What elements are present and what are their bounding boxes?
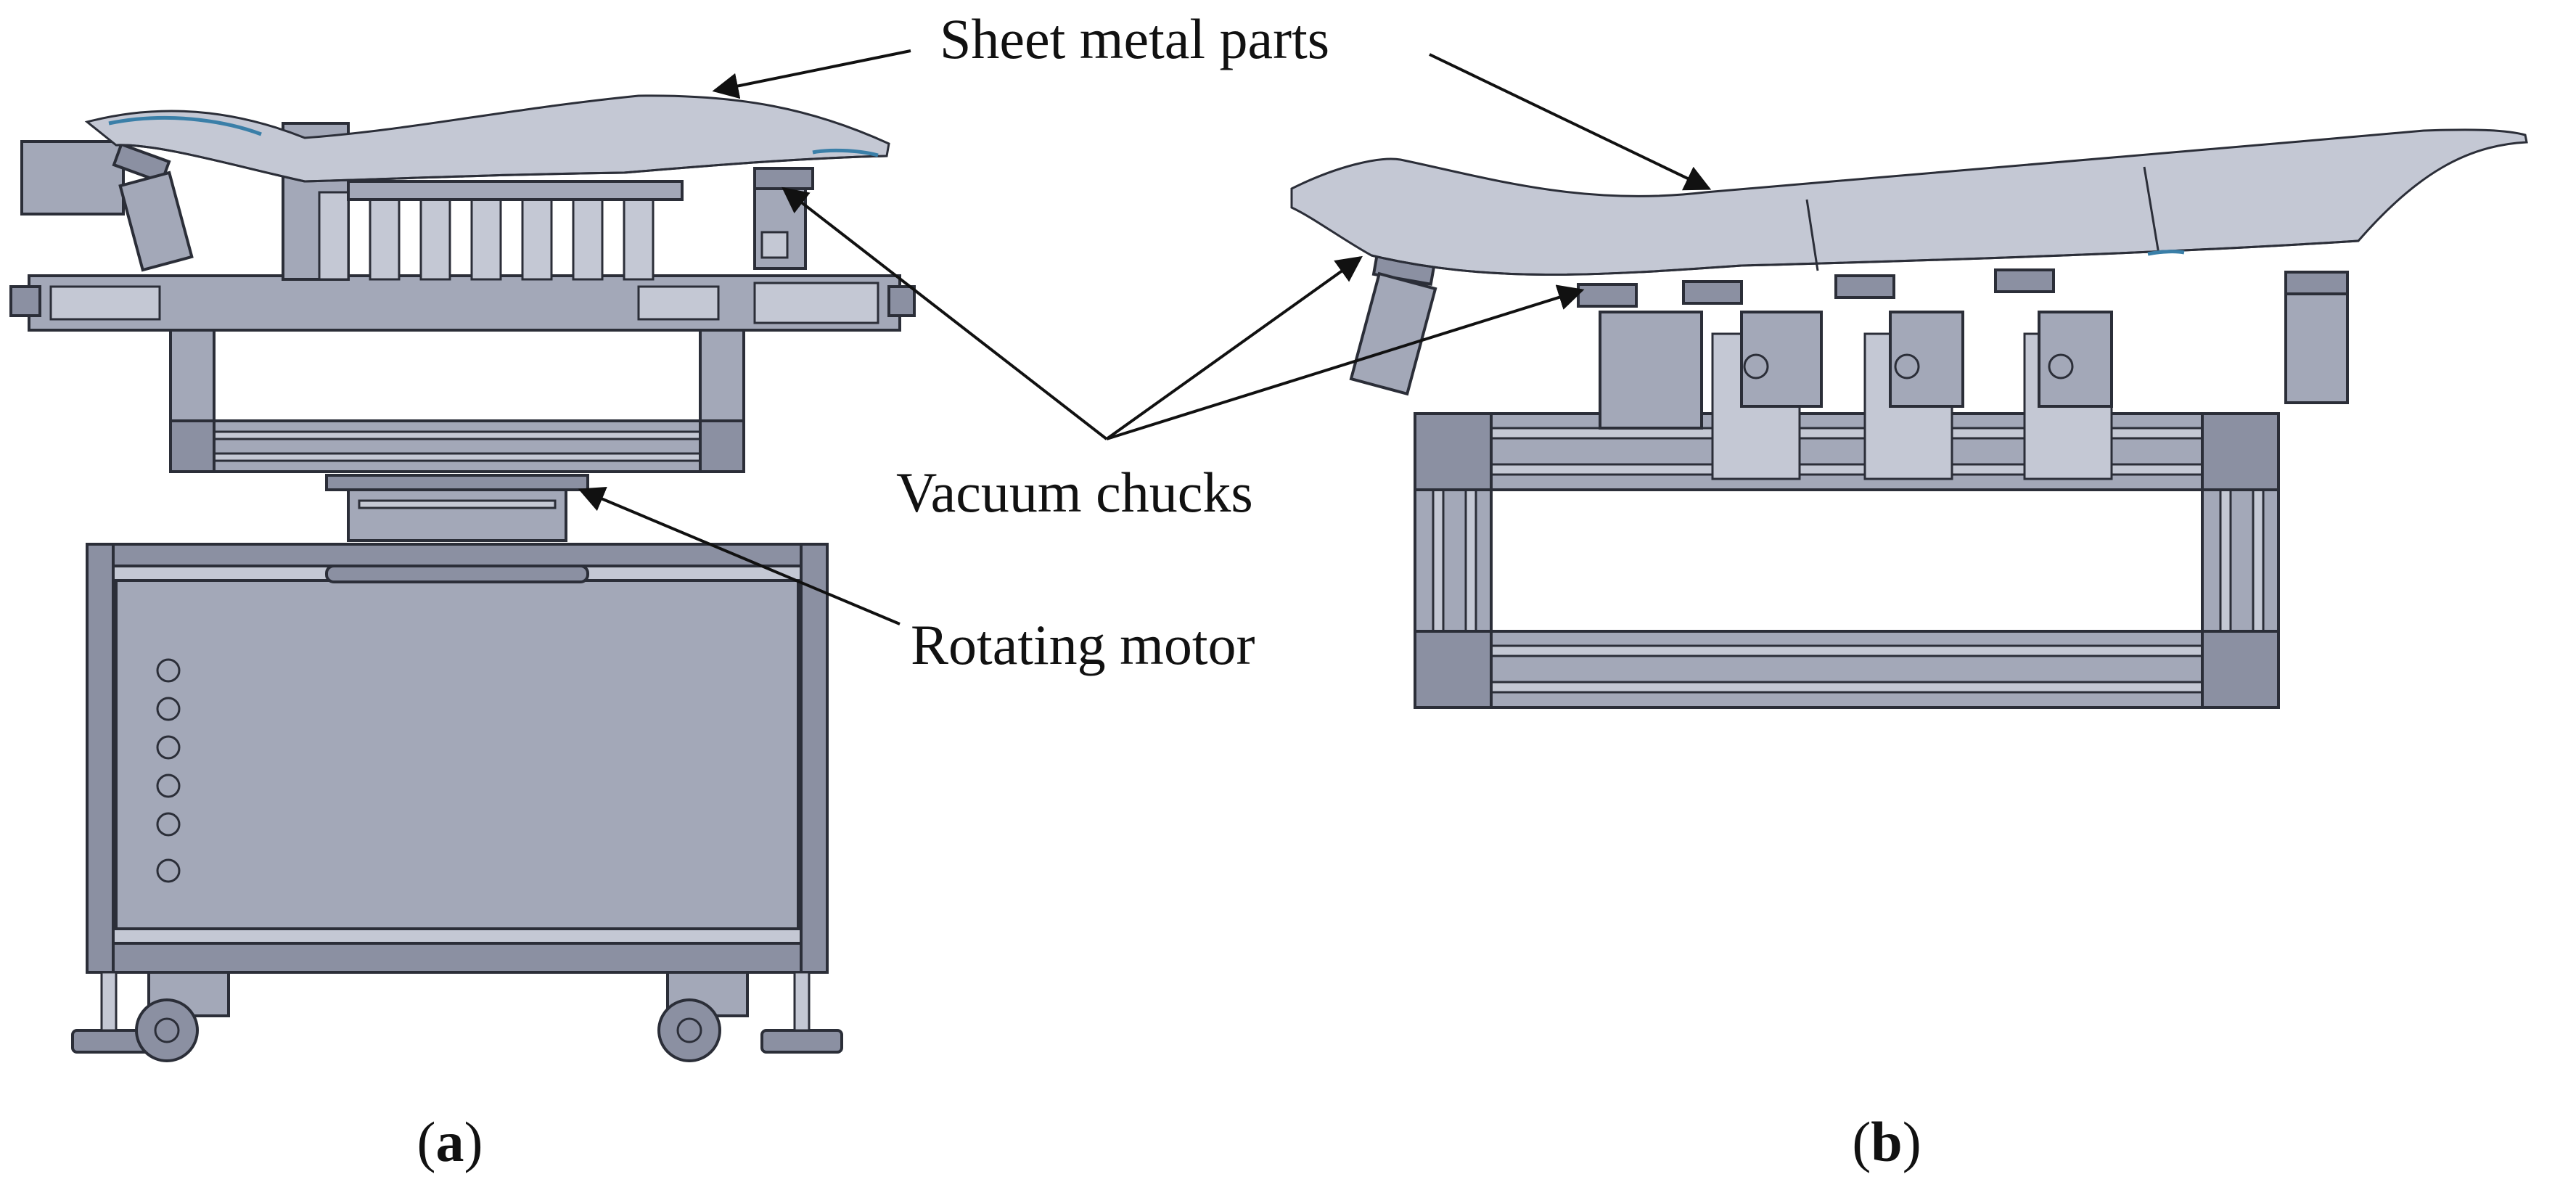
- arrow-vacuum-a: [782, 186, 1108, 440]
- vacuum-chuck-b-center: [1577, 268, 2055, 308]
- fixture-closeup-b: [1290, 128, 2528, 709]
- arrow-vacuum-b-left: [1105, 255, 1363, 440]
- fixture-crossbar-a: [9, 274, 916, 332]
- vacuum-chuck-b-left: [1349, 250, 1437, 396]
- subfigure-label-a: (a): [417, 1110, 483, 1173]
- sheet-metal-part-b: [1290, 128, 2528, 276]
- label-rotating-motor: Rotating motor: [911, 613, 1255, 676]
- cabinet: [86, 543, 829, 974]
- sheet-metal-part-a: [84, 94, 890, 183]
- arrow-sheet-metal-a: [712, 49, 911, 99]
- callout-arrows: [578, 49, 1712, 625]
- rotating-motor: [325, 474, 589, 542]
- subfigure-label-b: (b): [1852, 1110, 1921, 1173]
- vacuum-chuck-a-right: [753, 167, 814, 270]
- indicator-lights: [156, 658, 181, 883]
- arrow-sheet-metal-b: [1429, 53, 1712, 191]
- casters: [71, 971, 843, 1062]
- aluminum-frame-a: [169, 325, 745, 473]
- vacuum-chuck-a-left: [112, 142, 194, 272]
- vacuum-chuck-b-right: [2284, 271, 2349, 404]
- label-sheet-metal-parts: Sheet metal parts: [940, 7, 1329, 70]
- label-vacuum-chucks: Vacuum chucks: [896, 461, 1253, 524]
- machine-assembly-a: [9, 94, 916, 1062]
- clamp-array-b: [1599, 311, 2113, 480]
- arrow-rotating-motor: [578, 486, 901, 625]
- arrow-vacuum-b-center: [1106, 284, 1585, 440]
- aluminum-frame-b: [1414, 412, 2280, 709]
